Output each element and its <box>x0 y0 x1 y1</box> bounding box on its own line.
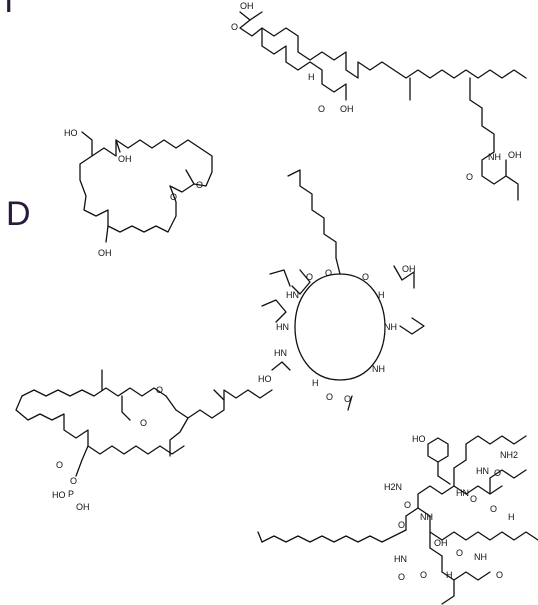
atom-o-16: O <box>470 494 477 504</box>
atom-o-21: O <box>398 572 405 582</box>
atom-o-20: O <box>456 548 463 558</box>
atom-nh-3: NH <box>384 322 397 332</box>
atom-o-12: O <box>140 418 147 428</box>
atom-hn-6: HN <box>394 554 407 564</box>
atom-oh-3: OH <box>508 150 522 160</box>
atom-nh-4: NH <box>372 364 385 374</box>
atom-o-6: O <box>306 272 313 282</box>
atom-ho-2: HO <box>258 374 272 384</box>
atom-nh-1: H <box>308 72 315 82</box>
atom-oh-8: OH <box>434 538 448 548</box>
atom-o-8: O <box>362 272 369 282</box>
atom-h-3: H <box>446 570 453 580</box>
atom-hn-5: HN <box>456 488 469 498</box>
atom-oh-4: OH <box>118 154 132 164</box>
atom-ho-1: HO <box>64 128 78 138</box>
structure-phosphate-lipid: O O O O HO P OH <box>15 369 273 512</box>
atom-o-11: O <box>156 385 163 395</box>
atom-hn-1: HN <box>286 290 299 300</box>
atom-nh-7: NH <box>474 552 487 562</box>
atom-ho-4: HO <box>412 434 426 444</box>
atom-oh-5: OH <box>98 248 112 258</box>
atom-o-19: O <box>398 520 405 530</box>
panel-letter-d: D <box>6 195 31 233</box>
atom-h-2: H <box>312 378 319 388</box>
atom-oh-7: OH <box>76 502 90 512</box>
atom-o-17: O <box>404 500 411 510</box>
atom-o-15: O <box>494 468 501 478</box>
atom-o-22: O <box>420 570 427 580</box>
atom-o-1: O <box>231 22 238 32</box>
atom-o-10: O <box>344 394 351 404</box>
atom-h2n-1: H2N <box>384 482 402 492</box>
atom-nh-6: H <box>508 512 515 522</box>
atom-o-13: O <box>56 460 63 470</box>
atom-oh-6: OH <box>402 264 416 274</box>
atom-oh-1: OH <box>240 1 254 11</box>
atom-nh-5: NH <box>420 512 433 522</box>
atom-hn-2: HN <box>276 322 289 332</box>
structure-polyene-amide: OH O H OH O NH OH O <box>231 1 527 201</box>
atom-hn-4: HN <box>476 466 489 476</box>
atom-o-3: O <box>466 172 473 182</box>
atom-hn-3: HN <box>274 348 287 358</box>
atom-o-14: O <box>70 476 77 486</box>
atom-o-4: O <box>196 180 203 190</box>
atom-h-1: H <box>378 290 385 300</box>
atom-p-1: P <box>68 489 74 499</box>
atom-oh-2: OH <box>340 104 354 114</box>
structure-cyclic-lipopeptide: O O O HN H OH HN NH HN NH HO H O O <box>258 169 425 411</box>
atom-nh-2: NH <box>488 152 501 162</box>
atom-o-5: O <box>170 192 177 202</box>
atom-o-18: O <box>490 504 497 514</box>
panel-letter-top: I <box>4 0 13 20</box>
atom-o-9: O <box>326 392 333 402</box>
atom-o-7: O <box>325 268 332 278</box>
structure-tyrosine-lipopeptide: HO NH2 HN O H2N HN O O NH O H O OH HN O … <box>257 434 538 605</box>
atom-o-2: O <box>318 104 325 114</box>
structure-macrolide: HO OH O O OH <box>64 128 213 258</box>
atom-ho-3: HO <box>52 490 66 500</box>
atom-nh2-1: NH2 <box>500 450 518 460</box>
atom-o-23: O <box>496 570 503 580</box>
